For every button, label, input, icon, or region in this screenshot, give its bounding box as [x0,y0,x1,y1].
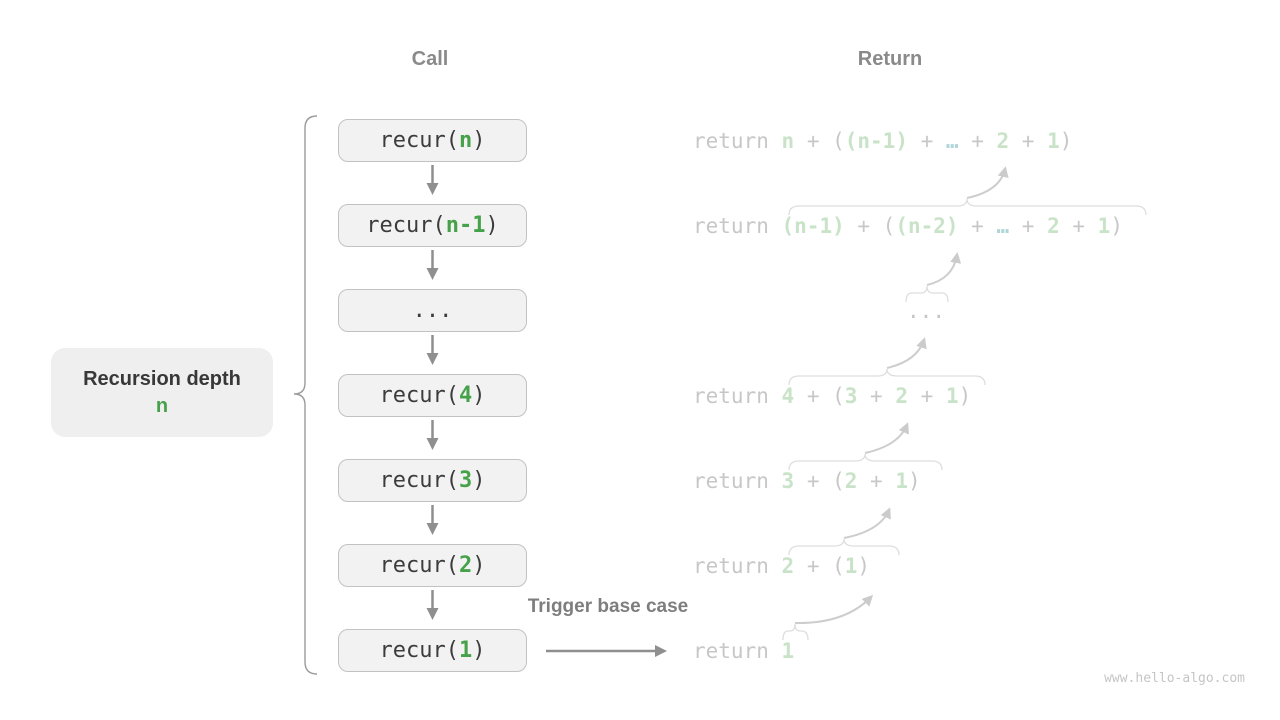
code-segment: (n-1) [781,214,845,238]
code-segment: + ( [794,129,845,153]
code-segment: return [693,129,782,153]
code-segment: 3 [458,468,473,493]
code-segment: … [996,214,1010,238]
code-segment: 2 [895,384,908,408]
code-segment: 2 [781,554,795,578]
code-segment: ) [472,383,486,408]
code-segment: + [958,129,997,153]
code-segment: + ( [794,469,845,493]
code-segment: return [693,639,782,663]
code-segment: + [1009,214,1048,238]
code-segment: return [693,384,782,408]
depth-brace [293,115,318,675]
code-segment: 2 [996,129,1010,153]
call-box-recur-2: recur(2) [338,544,527,587]
recursion-depth-text: Recursion depth [83,367,241,390]
code-segment: ) [857,554,871,578]
code-segment: recur( [379,553,459,578]
code-segment: return [693,214,782,238]
recursion-depth-label: Recursion depth n [51,348,273,437]
code-segment: recur( [366,213,446,238]
call-box-recur-4: recur(4) [338,374,527,417]
code-segment: 1 [1097,214,1111,238]
code-segment: + [1059,214,1098,238]
code-segment: 2 [1047,214,1060,238]
code-segment: + ( [794,554,845,578]
code-segment: recur( [379,468,459,493]
return-expr-2: return 2 + (1) [693,551,870,581]
call-box-recur-3: recur(3) [338,459,527,502]
code-segment: 2 [844,469,858,493]
return-expr-3: return 3 + (2 + 1) [693,466,921,496]
code-segment: (n-1) [844,129,908,153]
code-segment: return [693,469,782,493]
code-segment: 3 [781,469,795,493]
code-segment: 1 [895,469,908,493]
code-segment: … [945,129,959,153]
code-segment: + [857,469,896,493]
code-segment: 1 [781,639,795,663]
code-segment: + [958,214,997,238]
code-segment: 1 [844,554,858,578]
code-segment: n [458,128,473,153]
return-expr-4: return 4 + (3 + 2 + 1) [693,381,971,411]
call-box-ellipsis: ... [338,289,527,332]
code-segment: ) [958,384,972,408]
code-segment: + [907,129,946,153]
code-segment: ) [908,469,921,493]
return-column-header: Return [857,48,923,70]
code-segment: 4 [458,383,473,408]
watermark: www.hello-algo.com [1104,671,1245,686]
recursion-depth-value: n [155,394,169,417]
code-segment: 3 [844,384,858,408]
code-segment: + [857,384,896,408]
trigger-base-case-label: Trigger base case [527,596,689,617]
code-segment: ... [412,298,453,323]
code-segment: ) [472,638,486,663]
call-column-header: Call [411,48,449,70]
code-segment: n [781,129,795,153]
code-segment: 1 [945,384,959,408]
code-segment: 1 [1047,129,1060,153]
return-expr-n-1: return (n-1) + ((n-2) + … + 2 + 1) [693,211,1123,241]
return-expr-ellipsis: ... [870,296,982,326]
code-segment: (n-2) [895,214,959,238]
code-segment: 2 [458,553,473,578]
code-segment: ... [907,299,945,323]
code-segment: ) [472,553,486,578]
code-segment: recur( [379,383,459,408]
code-segment: + [908,384,946,408]
return-expr-1: return 1 [693,636,794,666]
code-segment: ) [1059,129,1073,153]
call-box-recur-n: recur(n) [338,119,527,162]
code-segment: ) [472,128,486,153]
code-segment: + ( [794,384,845,408]
code-segment: recur( [379,638,459,663]
code-segment: 4 [781,384,795,408]
code-segment: return [693,554,782,578]
code-segment: ) [1110,214,1123,238]
code-segment: recur( [379,128,459,153]
code-segment: ) [472,468,486,493]
code-segment: n-1 [445,213,486,238]
call-box-recur-1: recur(1) [338,629,527,672]
code-segment: 1 [458,638,473,663]
call-box-recur-n-1: recur(n-1) [338,204,527,247]
return-expr-n: return n + ((n-1) + … + 2 + 1) [693,126,1072,156]
code-segment: + ( [844,214,896,238]
code-segment: ) [485,213,499,238]
code-segment: + [1009,129,1048,153]
